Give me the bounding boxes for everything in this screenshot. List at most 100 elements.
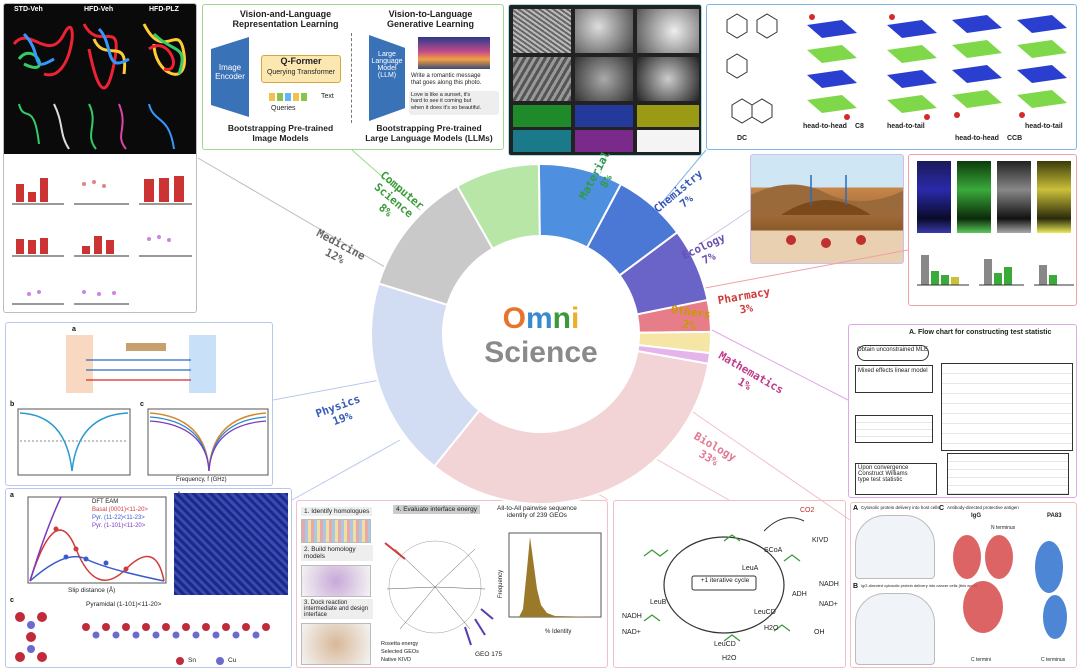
ai-answer-box [409,91,499,115]
donut-slice-biology [432,349,710,505]
chem-label-dc: DC [737,135,748,142]
crystal-xlabel: Slip distance (Å) [68,587,116,594]
heatmap-blue [917,161,951,233]
chem-label-c8-1: C8 [855,123,864,130]
donut-label-name: Chemistry [651,167,705,216]
metabolic-cycle-label: +1 iterative cycle [700,577,750,584]
crystal-pyramidal-label: Pyramidal (1-101)<11-20> [86,601,162,608]
ecology-panel [750,154,904,264]
ai-title-right: Vision-to-Language Generative Learning [386,9,475,29]
eds-spectrum [637,130,699,152]
protein-homology-model [301,565,371,597]
crystal-atoms [15,612,270,665]
center-title-omni: Omni [503,302,580,335]
math-title: A. Flow chart for constructing test stat… [909,329,1052,336]
medicine-tag-hfd-veh: HFD-Veh [84,6,114,13]
antibody-pa83-label: PA83 [1047,513,1062,519]
antibody-c-termini: C termini [971,657,992,663]
antibody-panel: A Cytosolic protein delivery into host c… [850,502,1077,668]
eds-map-blue [575,105,633,127]
physics-plots [17,408,269,476]
protein-dock [301,623,371,665]
protein-step-4: 4. Evaluate interface energy [393,505,480,514]
image-encoder-label: Image Encoder [215,63,245,81]
sunset-image [418,37,490,69]
metabolic-kivd: KIVD [812,537,829,544]
donut-label-name: Mathematics [716,349,786,397]
protein-legend-native: Native KIVD [381,657,411,663]
math-model-box [855,365,933,393]
crystal-legend-3: Pyr. (1-101)<11-20> [92,523,146,529]
sem-image-3 [637,9,699,53]
metabolic-nadh-2: NADH [622,613,642,620]
donut-label-value: 3% [739,301,755,316]
crystal-legend-sn: Sn [188,657,196,664]
donut-label-value: 7% [700,249,718,267]
crystal-legend-2: Pyr. (11-22)<11-23> [92,515,145,521]
medicine-tag-std-veh: STD-Veh [14,6,43,13]
ai-divider [351,33,352,123]
math-start-oval [857,345,929,361]
ecology-diagram [751,175,903,248]
sem-image-2 [575,9,633,53]
antibody-igg-label: IgG [971,513,981,519]
protein-panel: 1. Identify homologues 2. Build homology… [296,500,608,668]
metabolic-leucd-2: LeuCD [714,641,736,648]
antibody-tag-c: C [939,505,945,512]
sem-image-5 [575,57,633,101]
pharmacy-bar-charts [917,255,1074,286]
eds-map-green [513,105,571,127]
donut-label-value: 1% [736,375,754,393]
antibody-tag-b: B [853,583,859,590]
antibody-structures [953,535,1067,639]
llm-label: Large Language Model (LLM) [371,51,403,79]
crystal-legend-1: Basal (0001)<11-20> [92,507,148,513]
physics-diagram-a-lines [86,343,191,381]
eds-map-yellow [637,105,699,127]
math-upon-label: Upon convergence Construct Williams type… [858,465,909,483]
ai-answer-text: Love is like a sunset, it's hard to see … [411,92,482,111]
image-encoder-box [211,37,249,117]
text-label: Text [321,93,334,100]
protein-legend-selected: Selected GEOs [381,649,419,655]
math-upon-box [855,463,937,495]
ai-panel: Vision-and-Language Representation Learn… [202,4,504,150]
qformer-box [261,55,341,83]
llm-box [369,35,405,121]
crystal-legend-cu: Cu [228,657,237,664]
heatmap-yellow [1037,161,1071,233]
physics-panel: a b c Frequency, f (GHz) [5,322,273,486]
protein-histogram [508,532,602,618]
metabolic-nadh: NADH [819,581,839,588]
metabolic-leub: LeuB [650,599,667,606]
crystal-energy-plot [27,496,167,584]
antibody-cell-a [855,515,935,579]
ai-caption-left: Bootstrapping Pre-trained Image Models [227,123,334,143]
protein-geo-label: GEO 175 [475,651,503,658]
medicine-neuron-traces [12,23,186,150]
antibody-caption-b: IgG-directed cytosolic protein delivery … [861,583,978,588]
sem-image-6 [637,57,699,101]
donut-slice-computer-science [455,163,541,251]
antibody-caption-c: Antibody-directed protective antigen [947,505,1019,510]
chem-label-h2h-1: head-to-head [803,123,847,130]
chemistry-panel: head-to-head C8 head-to-tail head-to-hea… [706,4,1077,150]
heatmap-gray [997,161,1031,233]
sem-image-1 [513,9,571,53]
chem-label-ccb: CCB [1007,135,1023,142]
mathematics-panel: A. Flow chart for constructing test stat… [848,324,1077,498]
donut-label-name: Others [670,303,711,321]
protein-legend-rosetta: Rosetta energy [381,641,419,647]
queries-label: Queries [271,105,296,112]
heatmap-green [957,161,991,233]
metabolic-cycle [643,517,805,642]
antibody-caption-a: Cytosolic protein delivery into host cel… [861,505,940,510]
metabolic-leua: LeuA [742,565,759,572]
protein-phylo-tree [384,540,494,646]
math-formula-box [941,363,1073,451]
query-tokens [269,93,309,101]
antibody-cell-b [855,593,935,665]
